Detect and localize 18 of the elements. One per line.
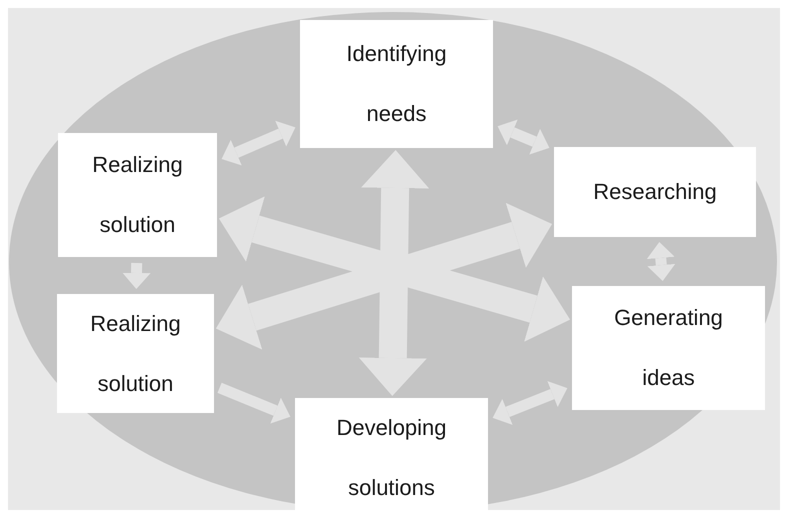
step-box <box>58 133 217 257</box>
arrow <box>217 382 290 424</box>
arrow <box>122 262 151 289</box>
step-label: Developing solutions <box>335 414 448 502</box>
double-arrow <box>492 381 568 425</box>
step-box <box>300 20 493 148</box>
step-box <box>572 286 765 410</box>
step-label: Realizing solution <box>91 151 184 239</box>
step-label: Researching <box>593 178 717 206</box>
step-box <box>57 294 214 413</box>
double-arrow <box>646 242 676 282</box>
double-arrow <box>222 120 296 166</box>
step-label: Identifying needs <box>345 40 448 128</box>
step-label: Generating ideas <box>613 304 724 392</box>
large-arrow <box>358 150 430 396</box>
step-box <box>554 147 756 237</box>
double-arrow <box>498 120 550 155</box>
step-label: Realizing solution <box>89 310 182 398</box>
